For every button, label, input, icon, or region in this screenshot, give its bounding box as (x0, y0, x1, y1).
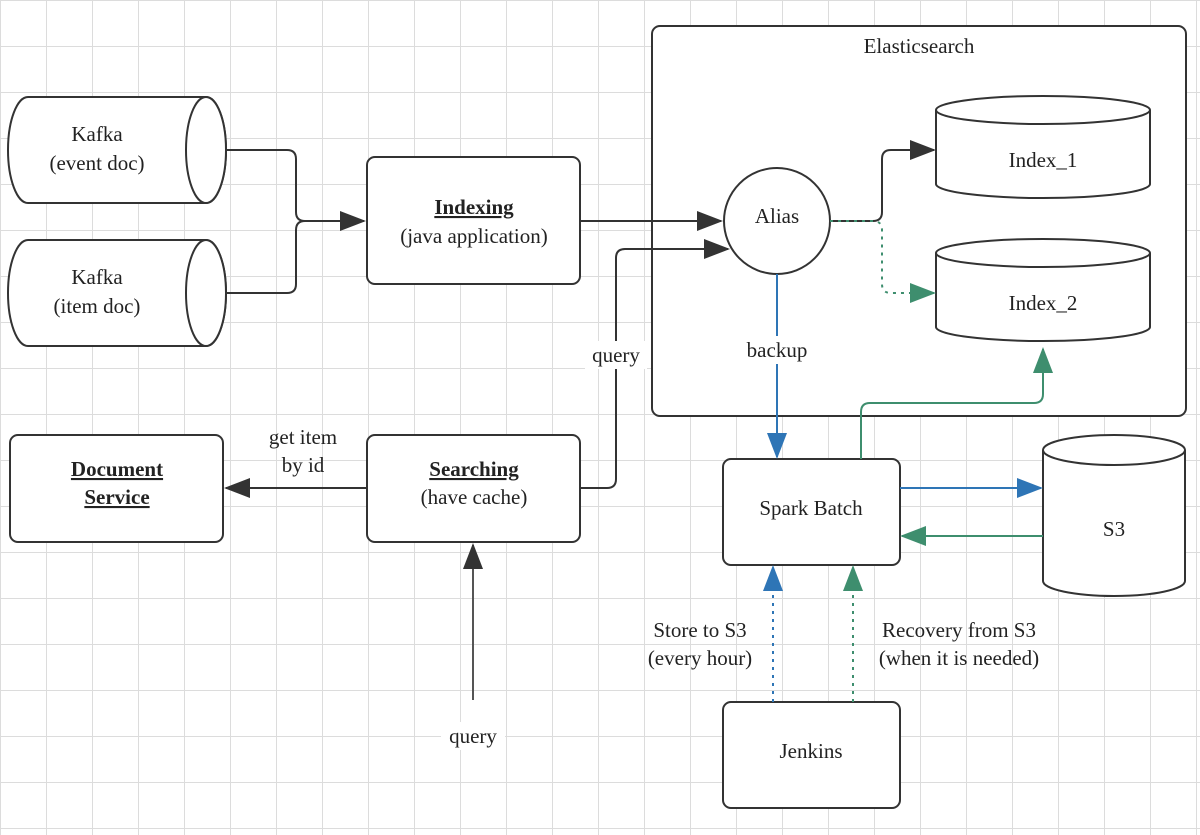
get-item-label-line2: by id (282, 453, 325, 477)
store-to-s3-label-line2: (every hour) (648, 646, 752, 670)
document-service-line2: Service (84, 485, 149, 509)
kafka-event-cylinder: Kafka (event doc) (7, 96, 227, 204)
searching-title: Searching (429, 457, 519, 481)
elasticsearch-title: Elasticsearch (864, 34, 975, 58)
alias-to-index-2-edge (830, 220, 936, 303)
kafka-item-cylinder: Kafka (item doc) (7, 239, 227, 347)
s3-label: S3 (1103, 517, 1125, 541)
query-to-alias-label: query (592, 343, 640, 367)
kafka-item-to-indexing-edge (226, 220, 306, 294)
document-service-line1: Document (71, 457, 163, 481)
index-1-cylinder: Index_1 (935, 95, 1151, 199)
searching-box: Searching (have cache) (366, 434, 581, 543)
alias-label: Alias (755, 204, 799, 228)
alias-to-index-1-edge (830, 140, 936, 222)
kafka-event-line2: (event doc) (49, 151, 144, 175)
jenkins-box: Jenkins (722, 701, 901, 809)
recovery-label-line2: (when it is needed) (879, 646, 1039, 670)
kafka-event-to-indexing-edge (226, 149, 366, 231)
index-2-label: Index_2 (1009, 291, 1078, 315)
index-1-label: Index_1 (1009, 148, 1078, 172)
jenkins-label: Jenkins (780, 739, 843, 763)
spark-to-index-2-edge (860, 347, 1053, 459)
backup-label: backup (747, 338, 808, 362)
store-to-s3-label-line1: Store to S3 (653, 618, 746, 642)
spark-batch-label: Spark Batch (759, 496, 863, 520)
index-2-cylinder: Index_2 (935, 238, 1151, 342)
kafka-item-line1: Kafka (71, 265, 123, 289)
alias-circle: Alias (723, 167, 831, 275)
get-item-label-line1: get item (269, 425, 337, 449)
indexing-title: Indexing (434, 195, 514, 219)
recovery-label-line1: Recovery from S3 (882, 618, 1036, 642)
searching-subtitle: (have cache) (421, 485, 528, 509)
kafka-item-line2: (item doc) (54, 294, 141, 318)
indexing-box: Indexing (java application) (366, 156, 581, 285)
document-service-box: Document Service (9, 434, 224, 543)
indexing-subtitle: (java application) (400, 224, 548, 248)
kafka-event-line1: Kafka (71, 122, 123, 146)
user-query-label: query (449, 724, 497, 748)
spark-batch-box: Spark Batch (722, 458, 901, 566)
s3-cylinder: S3 (1042, 434, 1186, 597)
